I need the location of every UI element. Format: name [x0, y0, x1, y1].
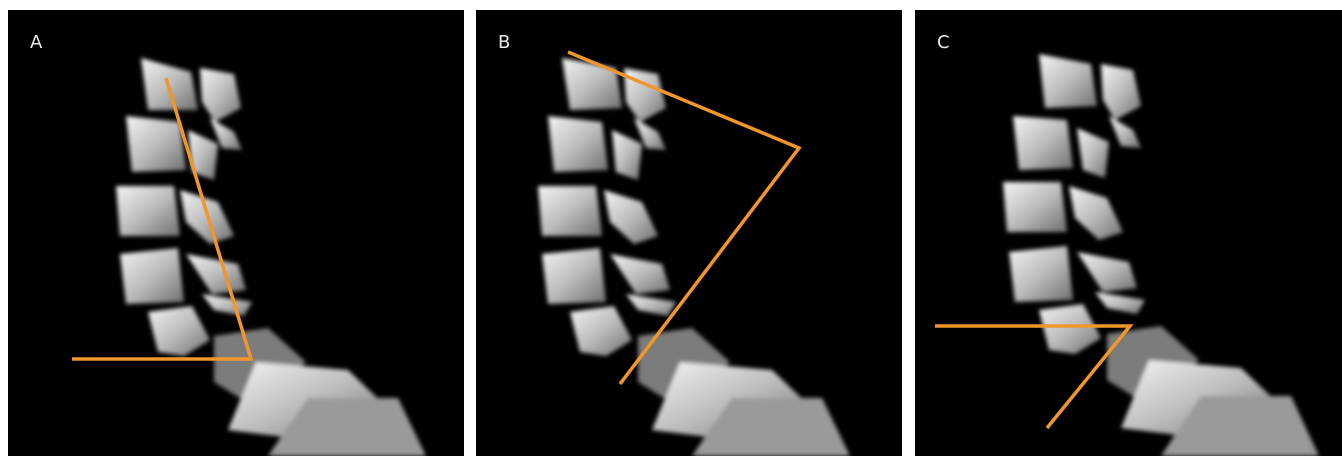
spine-image-a [8, 10, 464, 456]
vertebrae-a [116, 58, 426, 456]
vertebrae-c [1003, 54, 1319, 456]
panel-label-b: B [498, 34, 510, 52]
panel-b: B [476, 10, 902, 456]
angle-line-c [935, 326, 1130, 428]
panel-label-a: A [30, 34, 42, 52]
panel-label-c: C [937, 34, 950, 52]
panel-a: A [8, 10, 464, 456]
spine-image-b [476, 10, 902, 456]
panel-c: C [915, 10, 1342, 456]
spine-image-c [915, 10, 1342, 456]
vertebrae-b [538, 58, 850, 456]
